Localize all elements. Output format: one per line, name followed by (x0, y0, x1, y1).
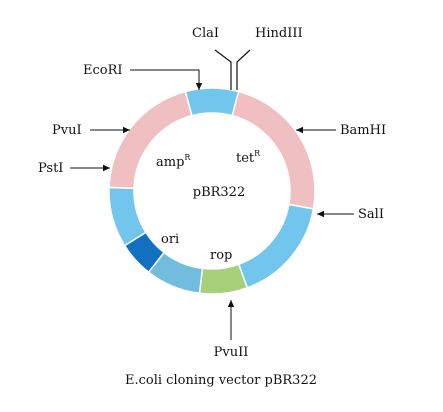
site-sali-label: SalI (358, 207, 384, 222)
gene-amp-label: ampR (156, 153, 191, 170)
site-clai-label: ClaI (192, 26, 219, 41)
site-pvuii-label: PvuII (214, 345, 249, 360)
gene-rop-label: rop (210, 248, 232, 263)
ring-segment-rop (198, 263, 249, 295)
ring-segment-top-blue (184, 87, 240, 117)
site-hindiii-label: HindIII (255, 26, 303, 41)
plasmid-ring (108, 87, 316, 295)
site-pvui-label: PvuI (52, 123, 82, 138)
clai-hindiii-marker (214, 49, 251, 90)
site-ecori-arrow (130, 69, 203, 90)
plasmid-name-label: pBR322 (193, 185, 245, 200)
gene-ori-label: ori (161, 232, 179, 247)
site-psti-label: PstI (38, 161, 63, 176)
site-ecori-label: EcoRI (83, 63, 123, 78)
ring-segment-amp (108, 90, 193, 190)
figure-caption: E.coli cloning vector pBR322 (125, 373, 317, 388)
gene-tet-label: tetR (236, 149, 261, 166)
site-bamhi-label: BamHI (340, 123, 386, 138)
ring-segment-right-blue (237, 203, 315, 289)
